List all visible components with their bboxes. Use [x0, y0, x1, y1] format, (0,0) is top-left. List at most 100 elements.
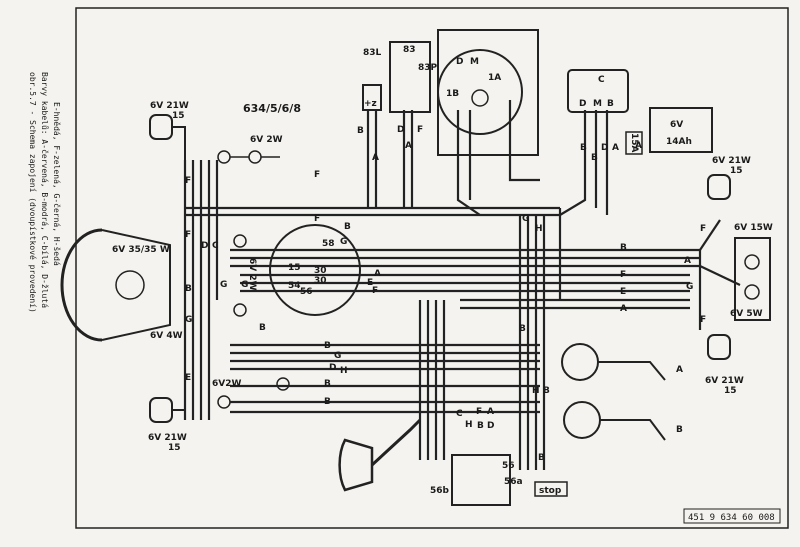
ign-term-15: 15 — [288, 263, 301, 273]
wire-label-d1: D — [201, 241, 208, 251]
page-border — [75, 7, 789, 529]
rr-ind-v: 6V — [705, 376, 718, 386]
wire-label-b14: B — [538, 453, 545, 463]
wire-label-d4: D — [601, 143, 608, 153]
rr-ind-unit: W — [734, 376, 744, 386]
wire-label-b1: B — [185, 284, 192, 294]
dash-lamp-top: 6V 2W — [217, 135, 283, 164]
headlamp-main-label: 6V 35/35 W — [112, 245, 170, 255]
switch-term-83p: 83P — [418, 63, 438, 73]
reg-term-d: D — [579, 99, 586, 109]
dyn-term-d: D — [456, 57, 463, 67]
svg-text:6V 21W: 6V 21W — [148, 433, 187, 443]
wire-label-f7: F — [620, 270, 626, 280]
fr-ind-v: 6V — [712, 156, 725, 166]
fr-ind-unit: W — [741, 156, 751, 166]
side-caption-line1: obr.5.7 - Schema zapojení (dvoupístkové … — [28, 72, 38, 313]
wire-label-a1: A — [374, 269, 381, 279]
dyn-term-1a: 1A — [488, 73, 501, 83]
wire-label-a5: A — [635, 141, 642, 151]
drawing-number: 451 9 634 60 008 — [688, 513, 775, 523]
dynamo: D M 1A 1B — [437, 29, 539, 156]
fuse: 15A — [625, 131, 643, 155]
wire-label-h1: H — [340, 366, 348, 376]
dimmer-switch: 56 56a 56b — [430, 454, 523, 506]
ign-term-30a: 30 — [314, 266, 327, 276]
wire-label-b9: B — [591, 153, 598, 163]
dimmer-term-56a: 56a — [504, 477, 523, 487]
wire-label-g7: G — [686, 282, 693, 292]
battery-voltage: 6V — [670, 120, 683, 130]
side-caption-line2: Barvy kabelů: A-červená, B-modrá, C-bílá… — [40, 72, 50, 308]
dyn-term-m: M — [470, 57, 479, 67]
ign-term-58: 58 — [322, 239, 335, 249]
wire-harness — [183, 100, 741, 470]
wire-label-f9: F — [700, 315, 706, 325]
rl-ind-v: 6V — [148, 433, 161, 443]
fr-ind-sub: 15 — [730, 166, 743, 176]
wire-label-h4: H — [465, 420, 473, 430]
stop-lamp-label: 6V 5W — [730, 309, 763, 319]
front-right-indicator: 6V 21W 15 — [707, 156, 751, 200]
wire-label-f6: F — [417, 125, 423, 135]
tail-lamp: 6V 15W 6V 5W — [730, 223, 773, 321]
dyn-term-1b: 1B — [446, 89, 459, 99]
fl-ind-w: 21 — [166, 101, 179, 111]
wire-label-b5: B — [324, 397, 331, 407]
wire-label-f8: F — [700, 224, 706, 234]
ignition-coil-b: B — [563, 401, 683, 441]
dash-lamp-top-label: 6V 2W — [250, 135, 283, 145]
ignition-switch: 58 15 30 30 54 56 — [269, 224, 361, 316]
side-caption-line3: E-hnědá, F-zelená, G-černá, H-šedá — [52, 102, 62, 266]
wire-label-a4: A — [612, 143, 619, 153]
svg-text:6V 21W: 6V 21W — [705, 376, 744, 386]
wire-label-a6: A — [620, 304, 627, 314]
headlamp-park-label: 6V 4W — [150, 331, 183, 341]
battery-capacity: 14Ah — [666, 137, 692, 147]
wire-label-b2: B — [259, 323, 266, 333]
dash-lamp-bottom-label: 6V2W — [212, 379, 241, 389]
wire-label-a7: A — [684, 256, 691, 266]
wire-label-g1: G — [220, 280, 227, 290]
wire-label-f1: F — [185, 176, 191, 186]
reg-term-m: M — [593, 99, 602, 109]
wire-label-b13: B — [477, 421, 484, 431]
stop-switch: stop — [534, 481, 568, 497]
wire-label-e3: E — [620, 287, 626, 297]
wire-label-c1: C — [212, 241, 219, 251]
svg-text:6V 21W: 6V 21W — [712, 156, 751, 166]
fr-ind-w: 21 — [728, 156, 741, 166]
ignition-coil-a: A — [561, 343, 683, 381]
fl-ind-unit: W — [179, 101, 189, 111]
rl-ind-w: 21 — [164, 433, 177, 443]
wire-label-b7: B — [357, 126, 364, 136]
wire-label-f4: F — [185, 230, 191, 240]
wire-label-b11: B — [519, 324, 526, 334]
horn — [338, 418, 422, 492]
fl-ind-v: 6V — [150, 101, 163, 111]
wire-label-b6: B — [344, 222, 351, 232]
wire-label-b12: B — [543, 386, 550, 396]
fl-ind-sub: 15 — [172, 111, 185, 121]
wire-label-f10: F — [476, 407, 482, 417]
model-title: 634/5/6/8 — [243, 102, 301, 115]
wire-label-g3: G — [185, 315, 192, 325]
wire-label-f2: F — [314, 170, 320, 180]
rl-ind-unit: W — [177, 433, 187, 443]
wire-label-d2: D — [329, 363, 336, 373]
wire-label-h2: H — [535, 224, 543, 234]
drawing-number-box: 451 9 634 60 008 — [683, 508, 781, 524]
battery: 6V 14Ah — [649, 107, 713, 153]
instrument-lamp-label: 6V 2W — [247, 258, 257, 291]
regulator: C D M B — [567, 69, 629, 113]
tail-lamp-label: 6V 15W — [734, 223, 773, 233]
wire-label-a3: A — [405, 141, 412, 151]
switch-block: 83L 83 83P +z — [362, 41, 438, 113]
coil-b-label: B — [676, 425, 683, 435]
rear-right-indicator: 6V 21W 15 — [705, 334, 744, 396]
wire-label-f3: F — [314, 214, 320, 224]
rr-ind-sub: 15 — [724, 386, 737, 396]
instrument-lamp: 6V 2W — [233, 234, 257, 317]
wire-label-e1: E — [185, 373, 191, 383]
wire-label-d3: D — [397, 125, 404, 135]
